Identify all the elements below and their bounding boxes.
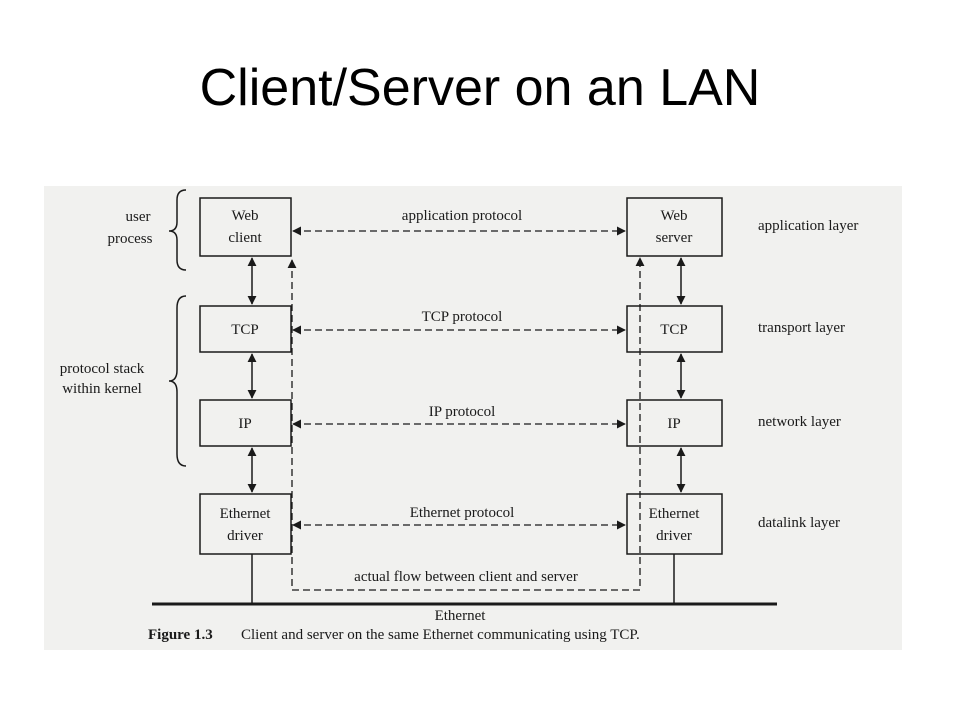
figure-caption-text: Client and server on the same Ethernet c… — [241, 627, 640, 643]
datalink-layer-label: datalink layer — [758, 515, 840, 531]
ip-protocol-label: IP protocol — [429, 404, 496, 420]
ip-right-label: IP — [667, 416, 680, 432]
user-process-label-line1: user — [126, 209, 151, 225]
ethernet-left-box — [199, 493, 292, 555]
application-layer-label: application layer — [758, 218, 858, 234]
figure-image: user process protocol stack within kerne… — [44, 186, 902, 650]
actual-flow-path — [287, 257, 645, 591]
ip-left-label: IP — [238, 416, 251, 432]
ethernet-bus-label: Ethernet — [435, 608, 487, 624]
protocol-stack-brace — [168, 295, 187, 467]
application-protocol-label: application protocol — [402, 208, 522, 224]
web-server-label-line2: server — [656, 230, 693, 246]
tcp-right-box — [626, 305, 723, 353]
web-client-box — [199, 197, 292, 257]
ethernet-right-box — [626, 493, 723, 555]
ethernet-right-label-line1: Ethernet — [649, 506, 701, 522]
client-server-diagram: user process protocol stack within kerne… — [60, 189, 858, 643]
web-server-label-line1: Web — [660, 208, 687, 224]
web-client-label-line2: client — [228, 230, 262, 246]
slide-title: Client/Server on an LAN — [199, 59, 761, 117]
tcp-left-label: TCP — [231, 322, 259, 338]
ethernet-protocol-label: Ethernet protocol — [410, 505, 515, 521]
ip-right-box — [626, 399, 723, 447]
tcp-right-label: TCP — [660, 322, 688, 338]
figure-caption-number: Figure 1.3 — [148, 627, 213, 643]
user-process-label-line2: process — [108, 231, 153, 247]
protocol-stack-label-line2: within kernel — [62, 381, 142, 397]
actual-flow-label: actual flow between client and server — [354, 569, 578, 585]
protocol-stack-label-line1: protocol stack — [60, 361, 145, 377]
tcp-left-box — [199, 305, 292, 353]
network-layer-label: network layer — [758, 414, 841, 430]
user-process-brace — [168, 189, 187, 271]
ethernet-left-label-line1: Ethernet — [220, 506, 272, 522]
transport-layer-label: transport layer — [758, 320, 845, 336]
web-client-label-line1: Web — [231, 208, 258, 224]
ethernet-right-label-line2: driver — [656, 528, 692, 544]
tcp-protocol-label: TCP protocol — [422, 309, 503, 325]
ip-left-box — [199, 399, 292, 447]
web-server-box — [626, 197, 723, 257]
ethernet-left-label-line2: driver — [227, 528, 263, 544]
